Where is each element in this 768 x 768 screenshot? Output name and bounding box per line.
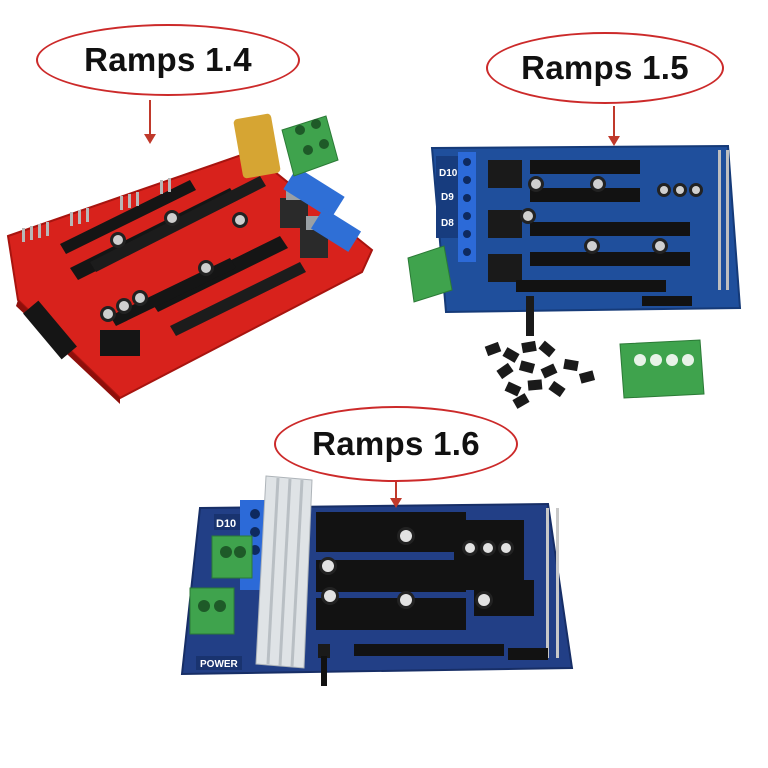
arrow-down-icon <box>390 482 402 508</box>
callout-label: Ramps 1.4 <box>84 41 252 78</box>
label-d10-16: D10 <box>216 518 236 530</box>
arrow-down-icon <box>144 100 156 144</box>
green-terminal-icon <box>619 339 705 399</box>
green-terminal-icon <box>189 535 253 635</box>
label-d8: D8 <box>441 218 454 229</box>
arrow-down-icon <box>608 106 620 146</box>
capacitor-icon <box>100 210 248 322</box>
jumper-icon <box>484 340 596 409</box>
callout-ramps-1-5: Ramps 1.5 <box>486 32 724 104</box>
callout-label: Ramps 1.5 <box>521 49 689 86</box>
label-power: POWER <box>200 659 239 670</box>
heatsink-icon <box>255 475 313 669</box>
label-d9: D9 <box>441 192 454 203</box>
callout-ramps-1-4: Ramps 1.4 <box>36 24 300 96</box>
green-terminal-icon <box>281 115 339 177</box>
callout-ramps-1-6: Ramps 1.6 <box>274 406 518 482</box>
label-d10: D10 <box>439 168 458 179</box>
callout-label: Ramps 1.6 <box>312 425 480 462</box>
